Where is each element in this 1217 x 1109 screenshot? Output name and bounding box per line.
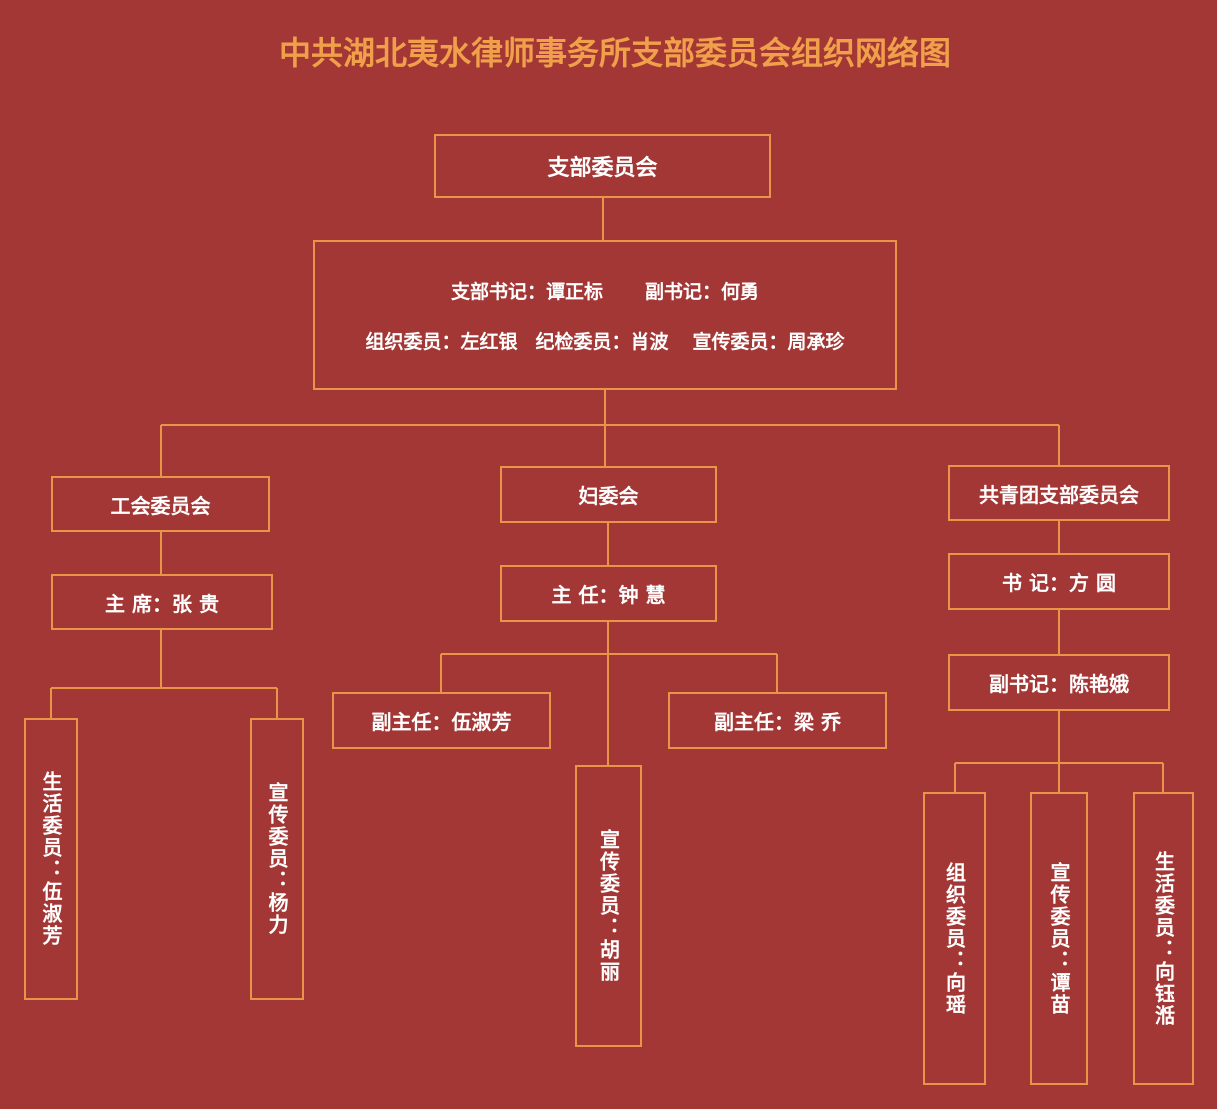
youth-life-member: 生活委员：向钰湉 (1151, 850, 1176, 1027)
union-label: 工会委员会 (110, 493, 211, 518)
root-node: 支部委员会 (434, 134, 771, 198)
union-publicity-member: 宣传委员：杨力 (265, 782, 289, 936)
committee-deputy-secretary: 副书记：何勇 (645, 280, 760, 303)
women-chair-node: 主 任：钟 慧 (500, 565, 717, 622)
union-life-member: 生活委员：伍淑芳 (39, 771, 63, 947)
union-node: 工会委员会 (51, 476, 270, 532)
root-label: 支部委员会 (547, 156, 658, 181)
youth-deputy-node: 副书记：陈艳娥 (948, 654, 1170, 711)
page-title: 中共湖北夷水律师事务所支部委员会组织网络图 (278, 34, 951, 72)
committee-node: 支部书记：谭正标 副书记：何勇 组织委员：左红银 纪检委员：肖波 宣传委员：周承… (313, 240, 897, 390)
youth-label: 共青团支部委员会 (979, 482, 1139, 507)
union-member-node: 生活委员：伍淑芳 (24, 718, 78, 1000)
women-deputy-node: 副主任：伍淑芳 (332, 692, 551, 749)
youth-secretary-node: 书 记：方 圆 (948, 553, 1170, 610)
union-chair: 主 席：张 贵 (105, 591, 219, 616)
women-publicity-member: 宣传委员：胡丽 (596, 829, 621, 983)
women-member-node: 宣传委员：胡丽 (575, 765, 642, 1047)
committee-discipline-member: 纪检委员：肖波 (535, 330, 669, 353)
committee-publicity-member: 宣传委员：周承珍 (692, 330, 845, 353)
youth-member-node: 组织委员：向瑶 (923, 792, 986, 1085)
women-deputy-2: 副主任：梁 乔 (714, 710, 841, 734)
women-deputy-1: 副主任：伍淑芳 (371, 710, 512, 734)
youth-publicity-member: 宣传委员：谭苗 (1047, 861, 1071, 1016)
youth-member-node: 生活委员：向钰湉 (1133, 792, 1194, 1085)
women-node: 妇委会 (500, 466, 717, 523)
committee-row-1: 支部书记：谭正标 副书记：何勇 (451, 265, 759, 315)
committee-row-2: 组织委员：左红银 纪检委员：肖波 宣传委员：周承珍 (365, 315, 844, 365)
union-chair-node: 主 席：张 贵 (51, 574, 273, 630)
union-member-node: 宣传委员：杨力 (250, 718, 304, 1000)
youth-secretary: 书 记：方 圆 (1002, 571, 1116, 595)
youth-node: 共青团支部委员会 (948, 465, 1170, 521)
youth-organization-member: 组织委员：向瑶 (942, 861, 967, 1016)
women-chair: 主 任：钟 慧 (551, 583, 666, 607)
committee-secretary: 支部书记：谭正标 (450, 280, 603, 303)
committee-organization-member: 组织委员：左红银 (365, 330, 518, 353)
youth-member-node: 宣传委员：谭苗 (1030, 792, 1088, 1085)
women-label: 妇委会 (578, 484, 639, 508)
women-deputy-node: 副主任：梁 乔 (668, 692, 887, 749)
youth-deputy-secretary: 副书记：陈艳娥 (989, 672, 1129, 696)
